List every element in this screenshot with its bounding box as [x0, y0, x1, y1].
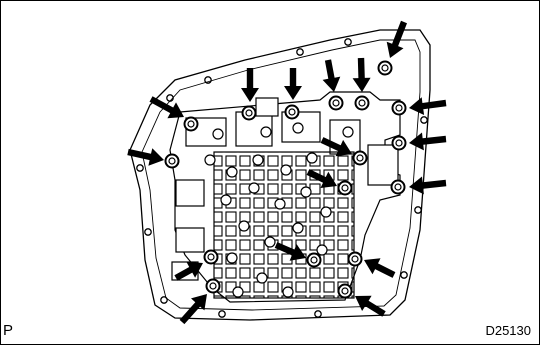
target-bolt	[203, 249, 219, 265]
pointer-arrows	[127, 20, 447, 325]
arrow-icon	[274, 242, 306, 261]
arrow-icon	[284, 68, 302, 100]
target-bolt	[337, 180, 353, 196]
arrow-icon	[241, 68, 259, 102]
target-bolt	[377, 60, 393, 76]
arrow-icon	[179, 294, 207, 325]
arrow-icon	[127, 148, 164, 166]
target-bolt	[183, 116, 199, 132]
arrow-icon	[364, 258, 396, 278]
target-bolt	[354, 95, 370, 111]
target-bolt	[347, 251, 363, 267]
arrow-icon	[386, 20, 407, 58]
arrow-icon	[149, 96, 184, 119]
target-bolt	[241, 105, 257, 121]
target-bolt	[390, 179, 406, 195]
target-bolt	[164, 153, 180, 169]
corner-letter: P	[3, 322, 14, 339]
arrow-icon	[352, 57, 371, 92]
arrow-icon	[322, 59, 341, 92]
target-bolt	[306, 252, 322, 268]
arrow-icon	[306, 169, 337, 188]
arrow-icon	[409, 132, 447, 151]
arrow-icon	[409, 97, 447, 115]
arrow-icon	[174, 261, 203, 281]
arrow-icon	[409, 176, 447, 195]
target-bolt	[284, 104, 300, 120]
case-outline	[129, 29, 431, 321]
figure-code: D25130	[485, 323, 531, 338]
target-bolt	[328, 95, 344, 111]
arrow-icon	[355, 295, 386, 317]
target-bolts	[164, 60, 407, 299]
target-bolt	[205, 278, 221, 294]
target-bolt	[352, 150, 368, 166]
valve-bolts	[204, 122, 354, 298]
arrow-icon	[320, 137, 352, 157]
target-bolt	[391, 135, 407, 151]
target-bolt	[391, 100, 407, 116]
target-bolt	[337, 283, 353, 299]
